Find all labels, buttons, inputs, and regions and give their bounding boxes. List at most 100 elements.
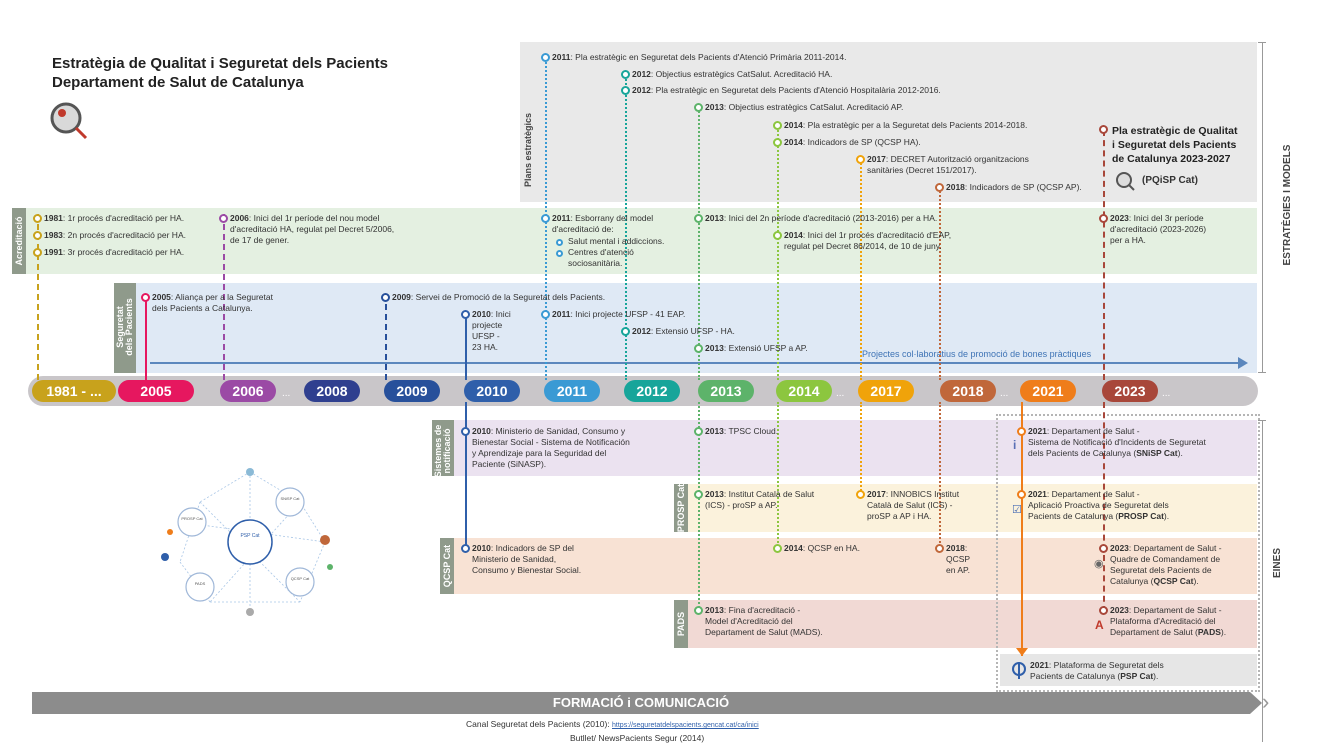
marker [541, 53, 550, 62]
page-title: Estratègia de Qualitat i Seguretat dels … [52, 54, 388, 92]
plans-label: Plans estratègics [523, 112, 533, 188]
network-node-3: QCSP Cat [291, 576, 310, 581]
plan-2012b: 2012: Pla estratègic en Seguretat dels P… [632, 85, 941, 95]
timeline-year-2021: 2021 [1020, 380, 1076, 402]
acred-2006: 2006: Inici del 1r període del nou model… [230, 213, 395, 245]
network-node-4: PADS [195, 581, 206, 586]
seg-2012: 2012: Extensió UFSP - HA. [632, 326, 735, 336]
prosp-label: PROSP Cat [676, 483, 686, 533]
timeline-year-2018: 2018 [940, 380, 996, 402]
timeline-year-2017: 2017 [858, 380, 914, 402]
marker [33, 214, 42, 223]
eines-label: EINES [1272, 548, 1283, 579]
marker [219, 214, 228, 223]
marker [856, 155, 865, 164]
eines-2023b: 2023: Departament de Salut -Plataforma d… [1110, 605, 1227, 637]
eines-2021b: 2021: Departament de Salut -Aplicació Pr… [1028, 489, 1170, 521]
timeline-year-2014: 2014 [776, 380, 832, 402]
line-2023 [1103, 130, 1105, 380]
pads-band [674, 600, 1257, 648]
marker [461, 544, 470, 553]
line-2006 [223, 214, 225, 380]
pads-tag: PADS [674, 600, 688, 648]
chevron-right-icon: › [1262, 689, 1270, 714]
marker [1099, 214, 1108, 223]
marker [935, 183, 944, 192]
marker [773, 544, 782, 553]
ellipsis: ... [282, 388, 291, 399]
network-node-2: PROSP Cat [181, 516, 203, 521]
marker [773, 121, 782, 130]
ellipsis: ... [1162, 388, 1171, 399]
estrategies-bracket [1262, 42, 1263, 372]
prosp-band [674, 484, 1257, 532]
timeline-year-1981: 1981 - ... [32, 380, 116, 402]
pqisp-line-3: de Catalunya 2023-2027 [1112, 153, 1231, 165]
seg-2011: 2011: Inici projecte UFSP - 41 EAP. [552, 309, 686, 319]
canal-link[interactable]: https://seguretatdelspacients.gencat.cat… [612, 722, 759, 729]
bracket-tick [1258, 372, 1266, 373]
marker [694, 427, 703, 436]
projectes-arrow [150, 362, 1240, 364]
check-icon: ☑ [1012, 504, 1022, 516]
line-2018 [939, 188, 941, 380]
marker [141, 293, 150, 302]
pqisp-line-1: Pla estratègic de Qualitat [1112, 125, 1238, 137]
prosp-tag: PROSP Cat [674, 484, 688, 532]
marker [935, 544, 944, 553]
acreditacio-label: Acreditació [14, 216, 24, 266]
line-2017-low [860, 402, 862, 494]
bullet [556, 239, 563, 246]
bracket-tick [1258, 420, 1266, 421]
projectes-label: Projectes col·laboratius de promoció de … [862, 349, 1092, 359]
seg-2009: 2009: Servei de Promoció de la Seguretat… [392, 292, 606, 302]
psp-logo-icon [1012, 662, 1026, 679]
eines-2013c: 2013: Fina d'acreditació -Model d'Acredi… [705, 605, 823, 637]
marker [1099, 606, 1108, 615]
marker [1099, 544, 1108, 553]
marker [541, 214, 550, 223]
timeline-year-2010: 2010 [464, 380, 520, 402]
marker [621, 327, 630, 336]
magnifier-icon [1116, 172, 1135, 191]
timeline-year-2011: 2011 [544, 380, 600, 402]
qcsp-label: QCSP Cat [442, 544, 452, 588]
seg-2013: 2013: Extensió UFSP a AP. [705, 343, 808, 353]
timeline-year-2012: 2012 [624, 380, 680, 402]
timeline-year-2013: 2013 [698, 380, 754, 402]
acreditacio-tag: Acreditació [12, 208, 26, 274]
seguretat-label-2: dels Pacients [124, 298, 134, 356]
acred-2011-b1: Salut mental i addiccions. [568, 236, 665, 246]
projectes-arrowhead [1238, 357, 1248, 369]
psp-network-diagram: PSP Cat SNiSP Cat PROSP Cat QCSP Cat PAD… [161, 468, 333, 616]
marker [694, 344, 703, 353]
timeline-year-2008: 2008 [304, 380, 360, 402]
ellipsis: ... [836, 388, 845, 399]
marker [33, 248, 42, 257]
plan-2014b: 2014: Indicadors de SP (QCSP HA). [784, 137, 921, 147]
arrow-down-icon [1016, 648, 1028, 656]
formacio-bar-arrow [1250, 692, 1262, 714]
marker [694, 214, 703, 223]
line-2014-low [777, 402, 779, 550]
line-2021-low [1021, 402, 1023, 656]
line-2018-low [939, 402, 941, 550]
marker [694, 103, 703, 112]
formacio-bar [32, 692, 1250, 714]
marker [773, 138, 782, 147]
acred-1991: 1991: 3r procés d'acreditació per HA. [44, 247, 185, 257]
network-node-1: SNiSP Cat [280, 496, 300, 501]
marker [1017, 427, 1026, 436]
marker [461, 427, 470, 436]
qcsp-band [440, 538, 1257, 594]
line-2014 [777, 126, 779, 380]
plan-2014a: 2014: Pla estratègic per a la Seguretat … [784, 120, 1028, 130]
marker [461, 310, 470, 319]
